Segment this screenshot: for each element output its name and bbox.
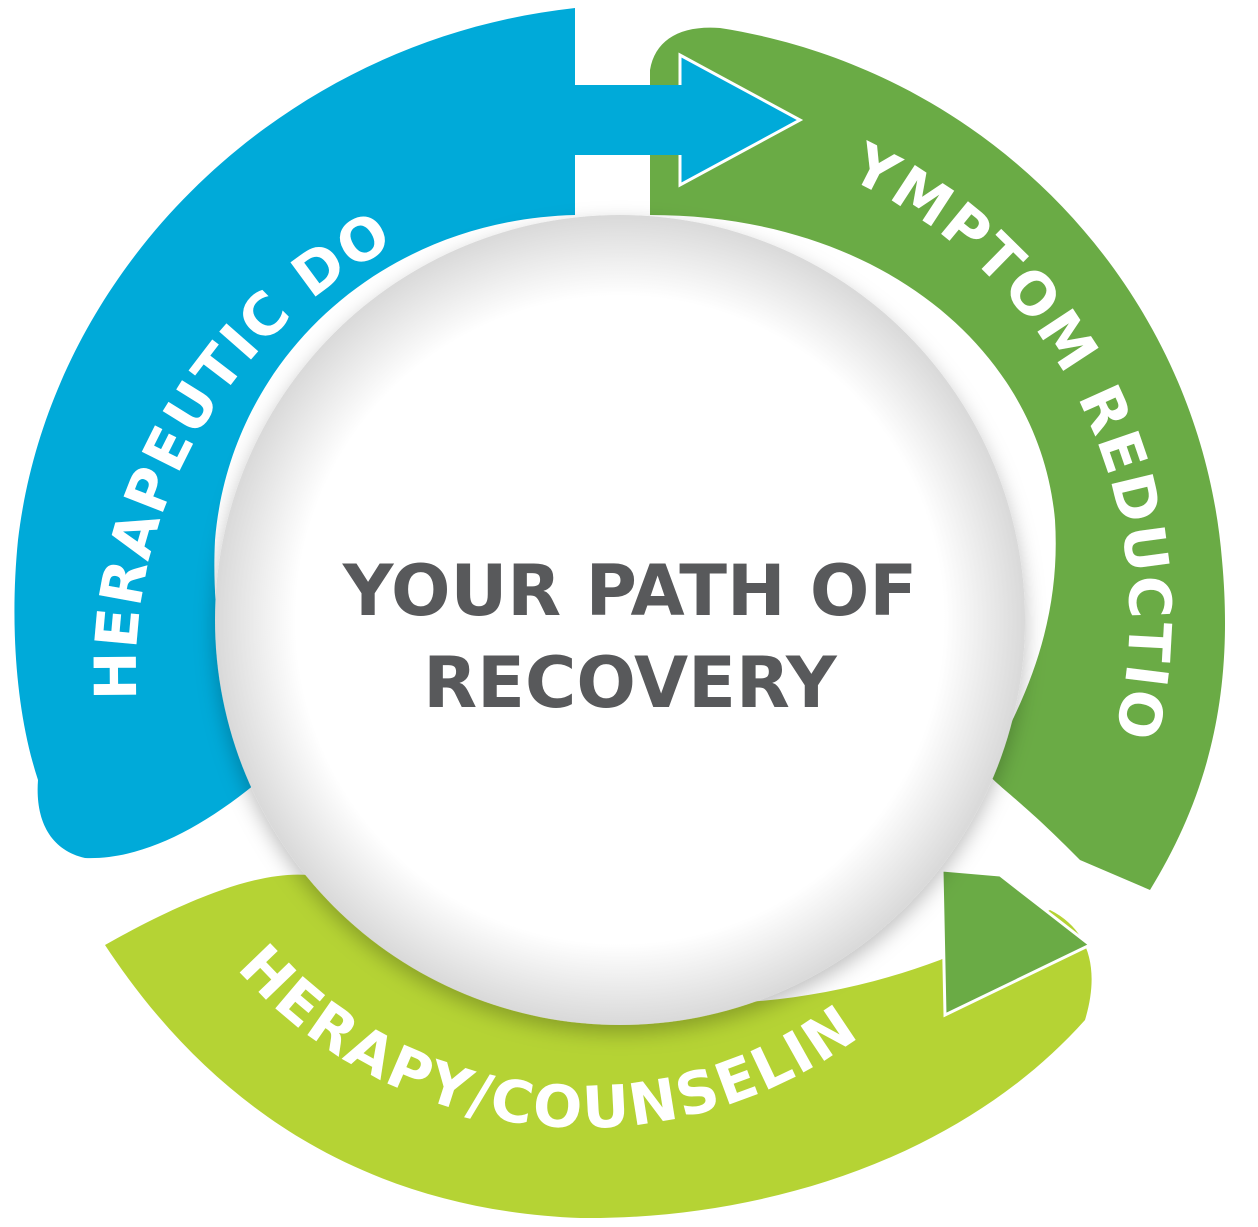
stage-therapeutic-dose-arrowhead-outline (678, 52, 804, 188)
stage-therapy-counseling-arc (105, 874, 1092, 1219)
center-title: YOUR PATH OF RECOVERY (320, 545, 940, 729)
stage-symptom-reduction-arc (650, 27, 1226, 891)
stage-therapeutic-dose-arc (14, 8, 800, 859)
center-title-line-2: RECOVERY (423, 642, 837, 724)
center-circle (215, 215, 1025, 1025)
center-title-line-1: YOUR PATH OF (342, 550, 918, 632)
stage-symptom-reduction-arrowhead (940, 868, 1093, 1018)
